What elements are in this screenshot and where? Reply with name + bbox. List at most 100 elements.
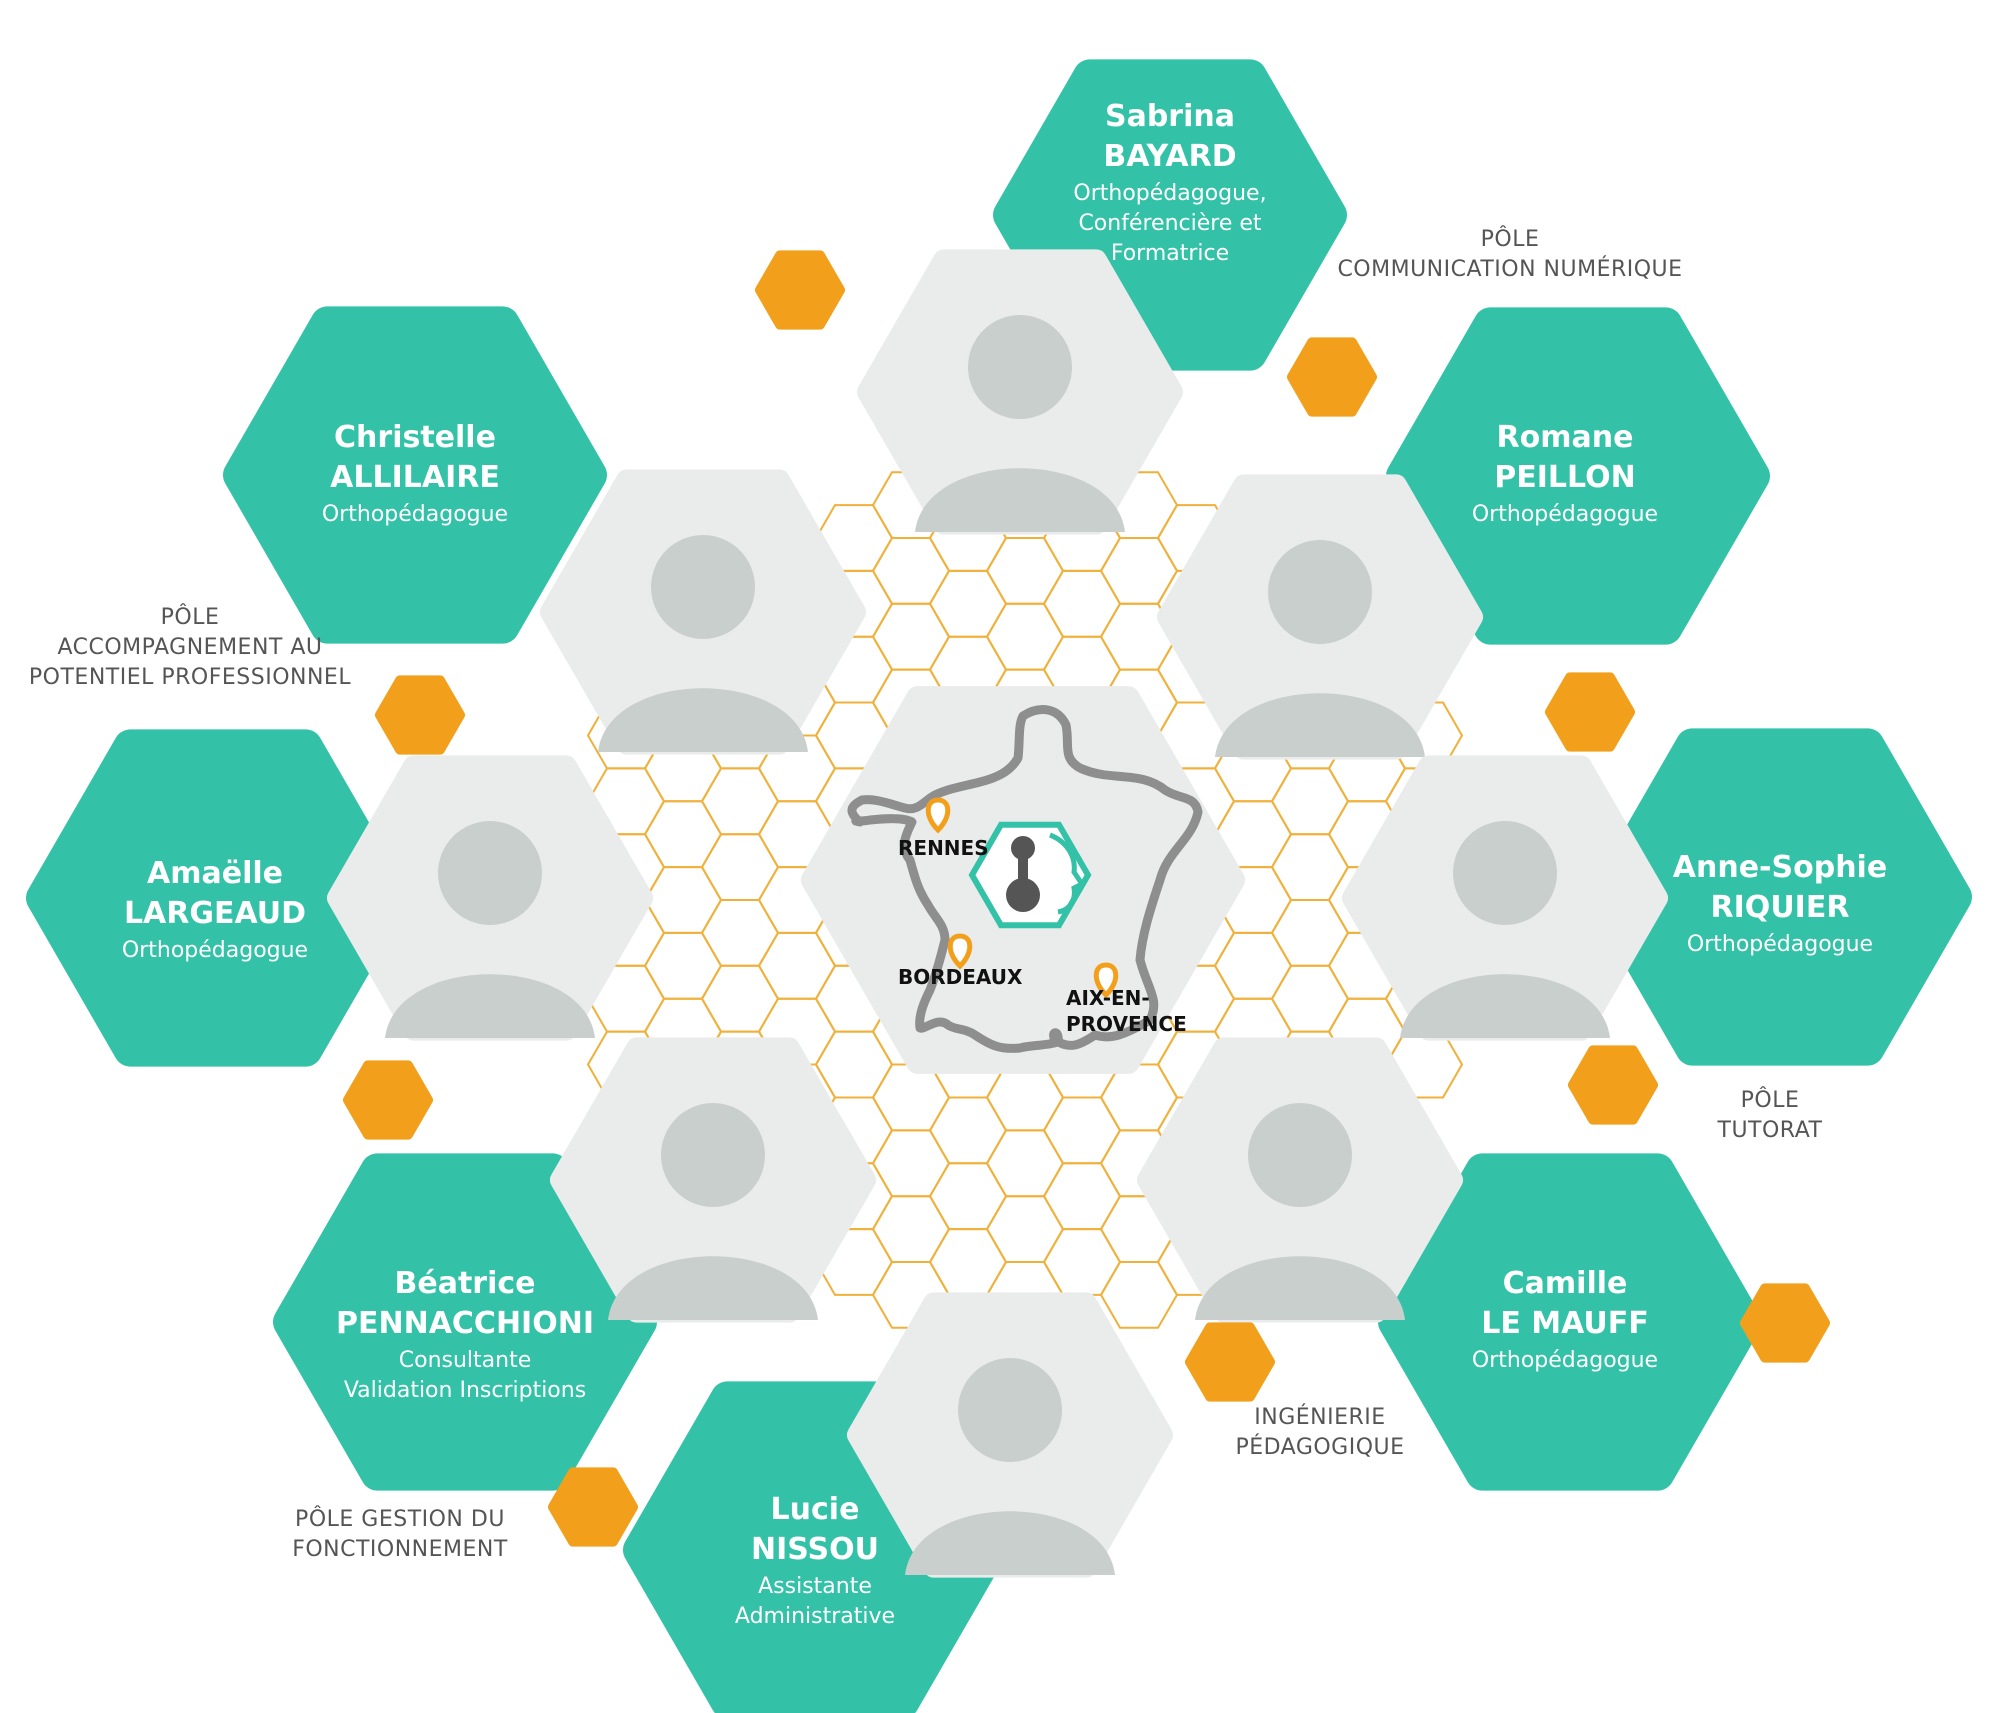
person-last-name: NISSOU	[751, 1532, 879, 1567]
honeycomb-cell	[1042, 1228, 1122, 1296]
avatar-sabrina	[915, 315, 1125, 532]
honeycomb-cell	[1099, 1261, 1179, 1329]
honeycomb-cell	[985, 537, 1065, 605]
teal-hexagon-amaelle	[26, 729, 410, 1067]
avatar-amaelle	[385, 821, 595, 1038]
avatar-body	[915, 468, 1125, 532]
orange-hexagon-9	[548, 1467, 638, 1547]
honeycomb-cell	[643, 931, 723, 1000]
avatar-head	[958, 1358, 1062, 1462]
city-label-bordeaux: BORDEAUX	[898, 965, 1023, 989]
map-pin-icon-bordeaux	[947, 933, 973, 970]
avatar-body	[1215, 693, 1425, 757]
logo-hexagon	[968, 821, 1092, 929]
avatar-head	[1248, 1103, 1352, 1207]
person-last-name: BAYARD	[1103, 139, 1237, 174]
person-role: Orthopédagogue, Conférencière et Formatr…	[1073, 181, 1267, 266]
orange-hexagon-6	[1568, 1045, 1658, 1125]
orange-hexagon-8	[1740, 1283, 1830, 1363]
avatar-head	[1453, 821, 1557, 925]
avatar-body	[1400, 974, 1610, 1038]
logo-drop-bottom	[1006, 878, 1040, 912]
person-first-name: Romane	[1496, 420, 1634, 455]
person-first-name: Sabrina	[1104, 99, 1235, 134]
person-role: Consultante Validation Inscriptions	[343, 1348, 587, 1403]
pole-label-communication: PÔLE COMMUNICATION NUMÉRIQUE	[1337, 227, 1683, 282]
honeycomb-cell	[985, 1129, 1065, 1198]
teal-hexagon-camille	[1378, 1153, 1762, 1491]
person-role: Orthopédagogue	[321, 502, 509, 527]
avatar-body	[1195, 1256, 1405, 1320]
map-city-labels: RENNES BORDEAUX AIX-EN-PROVENCE	[898, 836, 1187, 1036]
person-card-beatrice: Béatrice PENNACCHIONI Consultante Valida…	[315, 1264, 615, 1406]
avatar-head	[968, 315, 1072, 419]
honeycomb-cell	[928, 569, 1008, 638]
teal-hexagon-beatrice	[273, 1153, 657, 1491]
honeycomb-cell	[1042, 1096, 1122, 1165]
orange-hexagon-3	[375, 675, 465, 755]
person-first-name: Christelle	[334, 420, 496, 455]
honeycomb-cell	[928, 1096, 1008, 1165]
avatar-body	[608, 1256, 818, 1320]
orange-hexagon-5	[343, 1060, 433, 1140]
person-card-christelle: Christelle ALLILAIRE Orthopédagogue	[275, 418, 555, 530]
city-label-aix: AIX-EN-PROVENCE	[1066, 986, 1187, 1036]
honeycomb-cell	[1099, 537, 1179, 605]
honeycomb-cell	[1270, 767, 1350, 836]
honeycomb-cell	[985, 602, 1065, 671]
honeycomb-cell	[1270, 964, 1350, 1033]
honeycomb-cell	[871, 537, 951, 605]
person-card-camille: Camille LE MAUFF Orthopédagogue	[1440, 1264, 1690, 1376]
honeycomb-cell	[1213, 931, 1293, 1000]
avatar-body	[385, 974, 595, 1038]
photo-hexagons	[327, 249, 1668, 1578]
person-card-amaelle: Amaëlle LARGEAUD Orthopédagogue	[85, 854, 345, 966]
pole-label-ingenierie: INGÉNIERIE PÉDAGOGIQUE	[1235, 1405, 1405, 1460]
orange-decor-hexagons	[343, 250, 1830, 1547]
logo-drop-stem	[1018, 852, 1028, 882]
honeycomb-cell	[757, 931, 837, 1000]
person-card-romane: Romane PEILLON Orthopédagogue	[1440, 418, 1690, 530]
person-role: Orthopédagogue	[121, 938, 309, 963]
person-role: Assistante Administrative	[734, 1574, 896, 1629]
avatar-beatrice	[608, 1103, 818, 1320]
teal-hexagon-christelle	[223, 306, 607, 644]
honeycomb-cell	[700, 767, 780, 836]
person-card-lucie: Lucie NISSOU Assistante Administrative	[695, 1490, 935, 1632]
honeycomb-cell	[928, 1162, 1008, 1231]
person-last-name: LARGEAUD	[123, 896, 307, 931]
avatar-annesophie	[1400, 821, 1610, 1038]
avatar-head	[438, 821, 542, 925]
avatar-christelle	[598, 535, 808, 752]
avatar-head	[1268, 540, 1372, 644]
honeycomb-cell	[1270, 899, 1350, 967]
person-first-name: Amaëlle	[147, 856, 283, 891]
pole-label-tutorat: PÔLE TUTORAT	[1717, 1088, 1823, 1143]
person-role: Orthopédagogue	[1471, 1348, 1659, 1373]
pole-label-accompagnement: PÔLE ACCOMPAGNEMENT AU POTENTIEL PROFESS…	[28, 605, 352, 690]
honeycomb-cell	[985, 1063, 1065, 1132]
honeycomb-cell	[871, 1195, 951, 1263]
person-role: Orthopédagogue	[1471, 502, 1659, 527]
honeycomb-cell	[871, 1063, 951, 1132]
person-card-sabrina: Sabrina BAYARD Orthopédagogue, Conférenc…	[1035, 97, 1305, 269]
avatar-camille	[1195, 1103, 1405, 1320]
honeycomb-cell	[700, 833, 780, 901]
map-pin-icon-aix	[1093, 962, 1119, 999]
person-last-name: ALLILAIRE	[330, 460, 500, 495]
person-first-name: Camille	[1502, 1266, 1628, 1301]
avatar-body	[905, 1511, 1115, 1575]
honeycomb-cell	[871, 602, 951, 671]
avatar-head	[661, 1103, 765, 1207]
logo-drop-top	[1011, 836, 1035, 860]
honeycomb-cell	[700, 899, 780, 967]
honeycomb-cell	[928, 1228, 1008, 1296]
orange-hexagon-2	[1287, 337, 1377, 417]
france-outline	[847, 705, 1203, 1053]
honeycomb-cell	[1042, 569, 1122, 638]
person-card-annesophie: Anne-Sophie RIQUIER Orthopédagogue	[1645, 848, 1915, 960]
person-first-name: Anne-Sophie	[1672, 850, 1888, 885]
person-last-name: RIQUIER	[1710, 890, 1850, 925]
france-map: RENNES BORDEAUX AIX-EN-PROVENCE	[801, 686, 1245, 1074]
